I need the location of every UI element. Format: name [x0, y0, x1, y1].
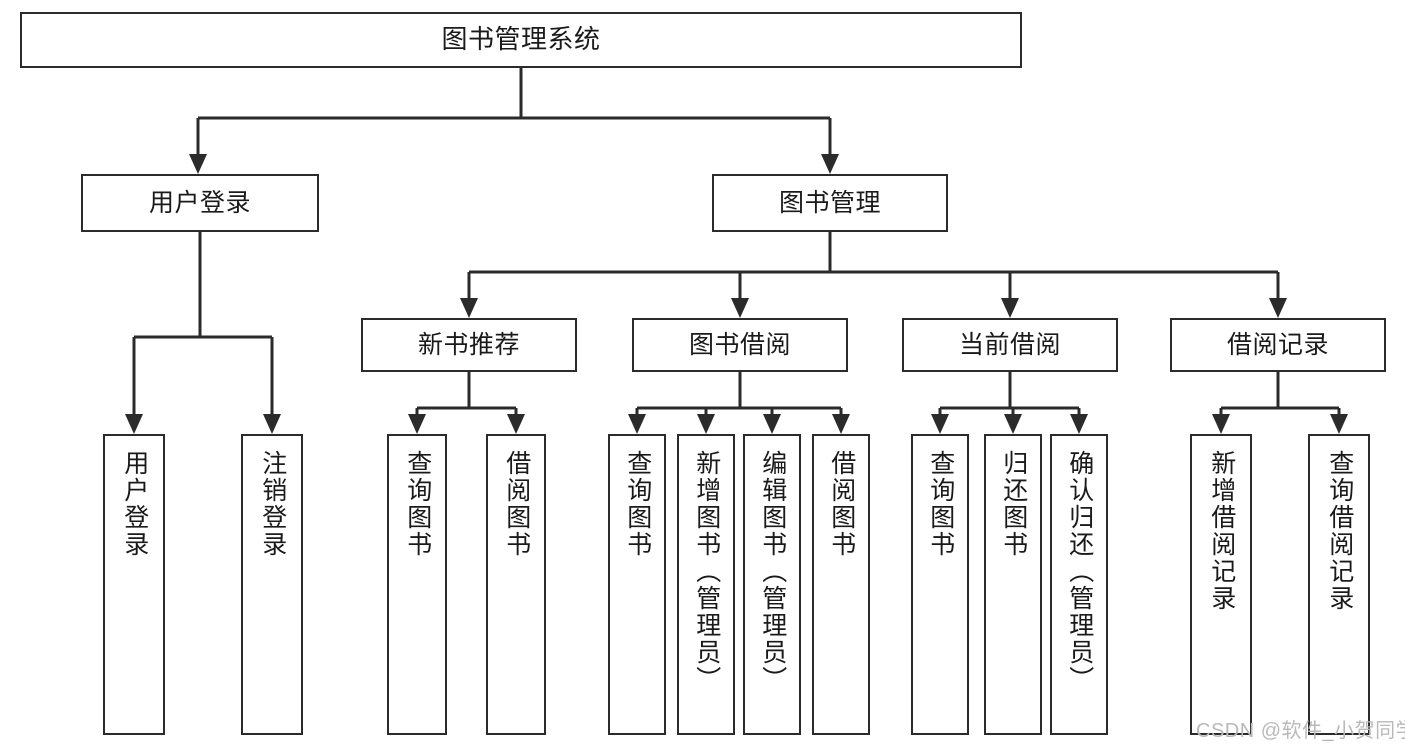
book-borrow-to-leaves-bus-arrow-0	[628, 414, 646, 434]
node-leaf-logout[interactable]: 注销登录	[241, 434, 303, 735]
node-label-root: 图书管理系统	[441, 24, 601, 55]
node-label-leaf-edit-book-admin: 编辑图书（管理员）	[758, 450, 787, 693]
node-label-new-book-recommend: 新书推荐	[417, 331, 520, 359]
node-label-leaf-query-book-3: 查询图书	[926, 450, 955, 558]
node-label-leaf-query-book-1: 查询图书	[403, 450, 432, 558]
current-borrow-to-leaves-bus-arrow-1	[1004, 414, 1022, 434]
node-label-user-login: 用户登录	[148, 189, 251, 217]
current-borrow-to-leaves-bus-arrow-2	[1070, 414, 1088, 434]
borrow-record-to-leaves-bus-arrow-1	[1330, 414, 1348, 434]
book-management-to-level2-bus-arrow-2	[1001, 298, 1019, 318]
node-label-leaf-add-borrow-record: 新增借阅记录	[1207, 450, 1236, 612]
node-label-leaf-user-login: 用户登录	[120, 450, 149, 558]
root-to-level1-bus-arrow-1	[821, 154, 839, 174]
book-management-to-level2-bus-arrow-0	[460, 298, 478, 318]
node-label-leaf-logout: 注销登录	[258, 450, 287, 558]
node-leaf-add-borrow-record[interactable]: 新增借阅记录	[1190, 434, 1252, 735]
node-leaf-return-book[interactable]: 归还图书	[984, 434, 1042, 735]
node-leaf-query-borrow-record[interactable]: 查询借阅记录	[1308, 434, 1370, 735]
node-label-book-management: 图书管理	[778, 189, 881, 217]
user-login-to-leaves-bus-arrow-0	[125, 414, 143, 434]
node-leaf-add-book-admin[interactable]: 新增图书（管理员）	[677, 434, 735, 735]
node-label-leaf-borrow-book-1: 借阅图书	[502, 450, 531, 558]
node-label-leaf-return-book: 归还图书	[999, 450, 1028, 558]
node-leaf-borrow-book-2[interactable]: 借阅图书	[812, 434, 870, 735]
node-new-book-recommend[interactable]: 新书推荐	[361, 318, 577, 372]
book-borrow-to-leaves-bus-arrow-1	[697, 414, 715, 434]
root-to-level1-bus-arrow-0	[189, 154, 207, 174]
node-leaf-confirm-return-admin[interactable]: 确认归还（管理员）	[1050, 434, 1108, 735]
book-borrow-to-leaves-bus-arrow-2	[763, 414, 781, 434]
node-leaf-user-login[interactable]: 用户登录	[103, 434, 165, 735]
new-book-recommend-to-leaves-bus-arrow-1	[507, 414, 525, 434]
node-user-login[interactable]: 用户登录	[81, 174, 319, 232]
node-root[interactable]: 图书管理系统	[20, 12, 1022, 68]
node-label-borrow-record: 借阅记录	[1226, 331, 1329, 359]
current-borrow-to-leaves-bus-arrow-0	[931, 414, 949, 434]
node-label-leaf-query-borrow-record: 查询借阅记录	[1325, 450, 1354, 612]
node-leaf-query-book-2[interactable]: 查询图书	[608, 434, 666, 735]
user-login-to-leaves-bus-arrow-1	[263, 414, 281, 434]
node-label-current-borrow: 当前借阅	[958, 331, 1061, 359]
new-book-recommend-to-leaves-bus-arrow-0	[408, 414, 426, 434]
book-management-to-level2-bus-arrow-3	[1269, 298, 1287, 318]
watermark-text: CSDN @软件_小贺同学	[1196, 720, 1405, 742]
node-label-leaf-query-book-2: 查询图书	[623, 450, 652, 558]
node-label-book-borrow: 图书借阅	[688, 331, 791, 359]
borrow-record-to-leaves-bus-arrow-0	[1212, 414, 1230, 434]
node-leaf-edit-book-admin[interactable]: 编辑图书（管理员）	[743, 434, 801, 735]
node-current-borrow[interactable]: 当前借阅	[902, 318, 1118, 372]
node-borrow-record[interactable]: 借阅记录	[1170, 318, 1386, 372]
node-label-leaf-borrow-book-2: 借阅图书	[827, 450, 856, 558]
node-label-leaf-add-book-admin: 新增图书（管理员）	[692, 450, 721, 693]
node-book-borrow[interactable]: 图书借阅	[632, 318, 848, 372]
node-label-leaf-confirm-return-admin: 确认归还（管理员）	[1065, 450, 1094, 693]
node-book-management[interactable]: 图书管理	[712, 174, 948, 232]
node-leaf-borrow-book-1[interactable]: 借阅图书	[486, 434, 546, 735]
node-leaf-query-book-1[interactable]: 查询图书	[387, 434, 447, 735]
book-borrow-to-leaves-bus-arrow-3	[832, 414, 850, 434]
node-leaf-query-book-3[interactable]: 查询图书	[911, 434, 969, 735]
book-management-to-level2-bus-arrow-1	[731, 298, 749, 318]
